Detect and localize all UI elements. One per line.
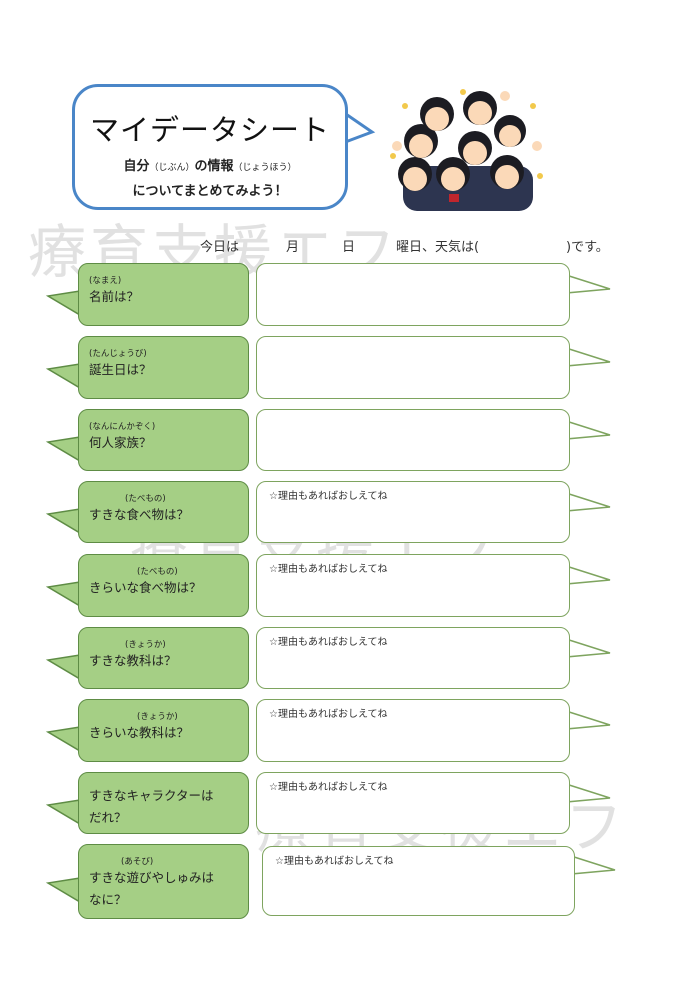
question-bubble: (なんにんかぞく) 何人家族？ <box>78 409 249 471</box>
answer-field[interactable]: ☆理由もあればおしえてね <box>256 699 570 762</box>
question-bubble-tail <box>45 508 84 535</box>
question-text: 何人家族？ <box>89 435 152 450</box>
answer-hint: ☆理由もあればおしえてね <box>269 782 388 793</box>
date-end-label: )です。 <box>566 240 609 255</box>
question-bubble: (きょうか) すきな教科は？ <box>78 627 249 689</box>
question-bubble-tail <box>45 654 84 681</box>
question-bubble: (たべもの) きらいな食べ物は？ <box>78 554 249 617</box>
question-bubble: (たべもの) すきな食べ物は？ <box>78 481 249 543</box>
title-bubble: マイデータシート 自分（じぶん）の情報（じょうほう） についてまとめてみよう！ <box>72 84 348 210</box>
answer-hint: ☆理由もあればおしえてね <box>269 709 388 720</box>
date-month-label: 月 <box>286 240 300 255</box>
answer-bubble-tail <box>563 709 611 730</box>
question-bubble-tail <box>45 363 84 390</box>
answer-field[interactable]: ☆理由もあればおしえてね <box>256 627 570 689</box>
answer-bubble-tail <box>563 346 611 367</box>
answer-field[interactable]: ☆理由もあればおしえてね <box>256 554 570 617</box>
question-text: 誕生日は？ <box>89 362 152 377</box>
question-ruby: (きょうか) <box>137 712 178 722</box>
question-ruby: (たんじょうび) <box>89 349 147 359</box>
subtitle-ruby: （じょうほう） <box>233 163 297 173</box>
answer-bubble-tail <box>568 854 616 875</box>
question-text: すきな食べ物は？ <box>89 507 190 522</box>
question-text: きらいな教科は？ <box>89 725 190 740</box>
date-day-label: 日 <box>342 240 356 255</box>
answer-field[interactable]: ☆理由もあればおしえてね <box>256 772 570 834</box>
answer-field[interactable] <box>256 336 570 399</box>
answer-field[interactable] <box>256 263 570 326</box>
question-text: 名前は？ <box>89 289 140 304</box>
question-bubble-tail <box>45 799 84 826</box>
question-text: きらいな食べ物は？ <box>89 580 202 595</box>
answer-bubble-tail <box>563 273 611 294</box>
question-bubble: (きょうか) きらいな教科は？ <box>78 699 249 762</box>
question-ruby: (たべもの) <box>125 494 166 504</box>
question-ruby: (なまえ) <box>89 276 122 286</box>
answer-bubble-tail <box>563 564 611 585</box>
question-bubble-tail <box>45 581 84 608</box>
question-bubble: (たんじょうび) 誕生日は？ <box>78 336 249 399</box>
answer-bubble-tail <box>563 419 611 440</box>
answer-field[interactable]: ☆理由もあればおしえてね <box>262 846 575 916</box>
question-bubble-tail <box>45 290 84 317</box>
subtitle-line-1: 自分（じぶん）の情報（じょうほう） <box>75 155 345 174</box>
subtitle-line-2: についてまとめてみよう！ <box>132 184 288 199</box>
students-illustration <box>390 89 543 211</box>
question-bubble: (あそび) すきな遊びやしゅみは なに？ <box>78 844 249 919</box>
answer-field[interactable]: ☆理由もあればおしえてね <box>256 481 570 543</box>
answer-bubble-tail <box>563 782 611 803</box>
subtitle-ruby: （じぶん） <box>149 163 195 173</box>
subtitle-text: 自分 <box>123 159 150 174</box>
answer-bubble-tail <box>563 637 611 658</box>
question-bubble: (なまえ) 名前は？ <box>78 263 249 326</box>
answer-bubble-tail <box>563 491 611 512</box>
question-ruby: (あそび) <box>121 857 154 867</box>
answer-hint: ☆理由もあればおしえてね <box>269 637 388 648</box>
answer-field[interactable] <box>256 409 570 471</box>
date-weekday-weather-label: 曜日、天気は( <box>396 240 480 255</box>
question-text-line-2: だれ？ <box>89 810 127 825</box>
question-bubble: すきなキャラクターは だれ？ <box>78 772 249 834</box>
question-text: すきな教科は？ <box>89 653 177 668</box>
subtitle-text: の情報 <box>194 159 234 174</box>
question-text: すきなキャラクターは <box>89 788 214 803</box>
question-ruby: (なんにんかぞく) <box>89 422 156 432</box>
question-text: すきな遊びやしゅみは <box>89 870 215 885</box>
question-ruby: (きょうか) <box>125 640 166 650</box>
answer-hint: ☆理由もあればおしえてね <box>275 856 394 867</box>
question-bubble-tail <box>45 726 84 753</box>
question-bubble-tail <box>45 876 84 904</box>
date-today-label: 今日は <box>200 240 240 255</box>
page-title: マイデータシート <box>89 113 330 147</box>
answer-hint: ☆理由もあればおしえてね <box>269 564 388 575</box>
question-bubble-tail <box>45 436 84 463</box>
question-ruby: (たべもの) <box>137 567 178 577</box>
answer-hint: ☆理由もあればおしえてね <box>269 491 388 502</box>
question-text-line-2: なに？ <box>89 892 127 907</box>
